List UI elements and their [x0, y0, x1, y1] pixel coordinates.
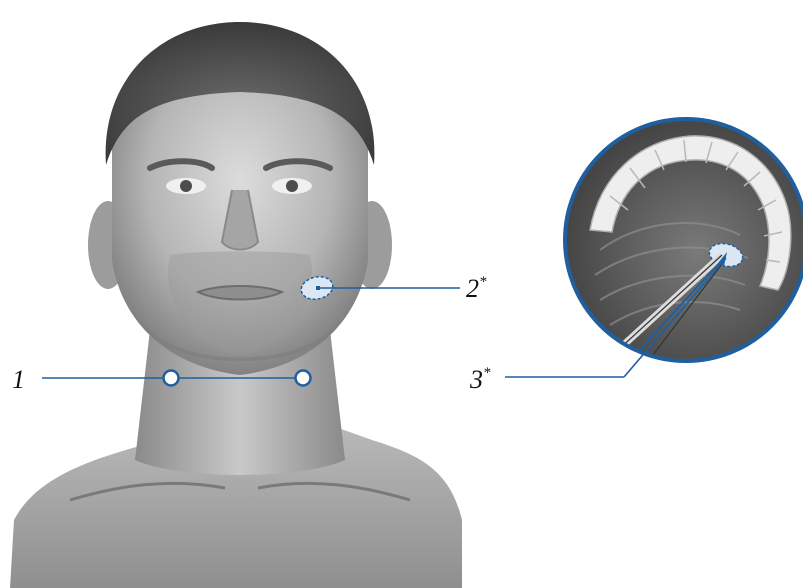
- iris-right: [286, 180, 298, 192]
- label-1: 1: [12, 365, 25, 394]
- head-illustration: [10, 22, 462, 588]
- label-2: 2*: [466, 274, 487, 303]
- label-3: 3*: [469, 365, 491, 394]
- lips: [198, 286, 282, 300]
- point-1-left: [164, 371, 179, 386]
- oral-cavity-inset: [505, 115, 803, 377]
- zone-2-point: [316, 286, 320, 290]
- point-1-right: [296, 371, 311, 386]
- iris-left: [180, 180, 192, 192]
